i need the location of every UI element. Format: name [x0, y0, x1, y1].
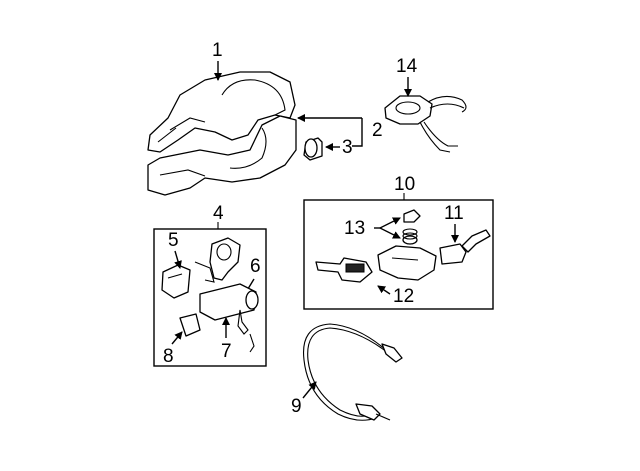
spiral-cable	[384, 95, 467, 153]
callout-label-3: 3	[342, 137, 353, 158]
headlight-switch-lever	[315, 257, 373, 283]
callout-label-6: 6	[250, 256, 261, 277]
callout-12: 12	[377, 285, 414, 307]
callout-label-13: 13	[344, 218, 365, 239]
ignition-switch	[161, 264, 191, 299]
callout-label-12: 12	[393, 286, 414, 307]
callout-label-8: 8	[163, 346, 174, 367]
lower-column-cover	[147, 115, 297, 196]
callout-8: 8	[163, 331, 183, 367]
combination-switch-group-box	[303, 199, 494, 310]
lock-cylinder	[199, 283, 259, 353]
combination-switch-body	[377, 245, 437, 281]
callout-9: 9	[291, 381, 317, 417]
key-lock-housing	[194, 237, 241, 283]
callout-3: 3	[325, 137, 353, 158]
wiper-switch-lever	[439, 229, 491, 265]
callout-10: 10	[394, 174, 415, 200]
callout-13: 13	[344, 217, 401, 239]
shift-lock-cable	[302, 323, 403, 421]
callout-label-14: 14	[396, 56, 418, 77]
callout-label-2: 2	[372, 120, 383, 141]
callout-label-4: 4	[213, 203, 224, 224]
callout-label-11: 11	[444, 203, 464, 224]
lock-bezel	[179, 313, 201, 337]
callout-label-7: 7	[221, 341, 232, 362]
column-bushing	[303, 137, 323, 161]
upper-column-cover	[147, 71, 296, 153]
spring-and-pin	[402, 209, 421, 245]
callout-7: 7	[221, 317, 232, 362]
callout-1: 1	[212, 40, 223, 81]
callout-label-1: 1	[212, 40, 223, 61]
callout-label-9: 9	[291, 396, 302, 417]
callout-4: 4	[213, 203, 224, 229]
callout-label-5: 5	[168, 230, 179, 251]
callout-5: 5	[168, 230, 182, 269]
ignition-group-box	[153, 228, 267, 367]
callout-11: 11	[444, 203, 464, 243]
callout-2: 2	[297, 114, 383, 147]
callout-14: 14	[396, 56, 418, 97]
callout-label-10: 10	[394, 174, 415, 195]
